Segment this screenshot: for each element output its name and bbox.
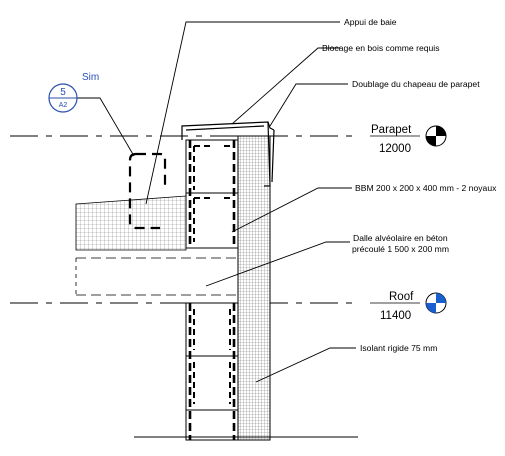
leader-lines [52,21,356,383]
roof-level-name: Roof [389,291,414,303]
note-isolant: Isolant rigide 75 mm [360,343,437,353]
callout-sheet: A2 [59,102,68,109]
window-sill-outline [128,152,167,230]
note-dalle-line2: précoulé 1 500 x 200 mm [352,244,449,254]
note-doublage: Doublage du chapeau de parapet [352,79,480,89]
note-bbm: BBM 200 x 200 x 400 mm - 2 noyaux [355,183,497,193]
callout-label: Sim [82,72,99,83]
parapet-level-marker[interactable]: Parapet 12000 [370,124,447,155]
roof-level-marker[interactable]: Roof 11400 [370,291,447,322]
parapet-level-name: Parapet [371,124,412,136]
note-blocage: Blocage en bois comme requis [322,43,440,53]
note-appui-de-baie: Appui de baie [344,17,397,27]
parapet-level-symbol-icon [425,125,447,147]
parapet-cap-flashing [181,121,275,187]
parapet-level-elevation: 12000 [379,143,411,155]
note-dalle-line1: Dalle alvéolaire en béton [353,233,448,243]
rigid-insulation [237,135,271,441]
masonry-wall-lower [185,302,239,441]
roof-level-symbol-icon [425,292,447,314]
roof-level-elevation: 11400 [380,310,411,322]
masonry-wall-upper [185,139,239,249]
hollow-core-slab [75,195,238,296]
callout-number: 5 [60,87,66,98]
level-lines [10,135,360,304]
section-callout[interactable]: 5 A2 Sim [48,72,99,113]
